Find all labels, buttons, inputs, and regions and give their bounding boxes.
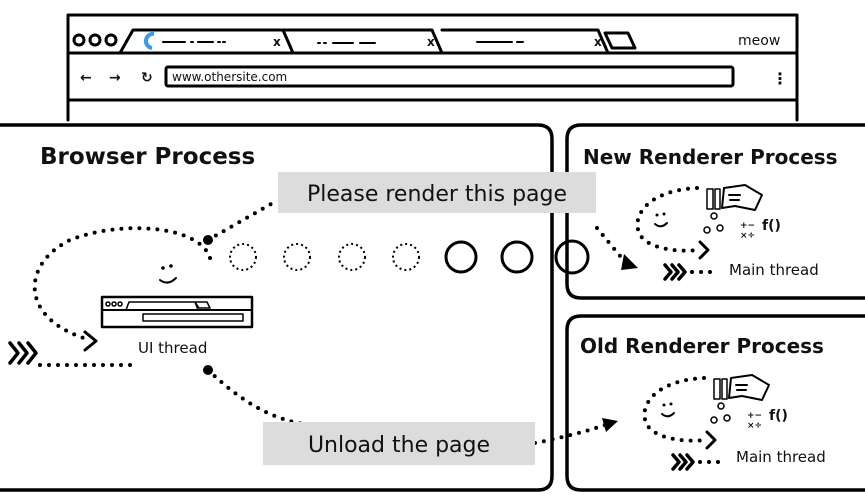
tab-1[interactable]: [118, 28, 295, 55]
loading-spinner-icon: [143, 31, 155, 50]
new-renderer-title: New Renderer Process: [583, 145, 838, 169]
tab-3[interactable]: [440, 28, 610, 55]
svg-text:×÷: ×÷: [740, 231, 755, 241]
unload-message-label: Unload the page: [263, 422, 535, 465]
address-bar-url: www.othersite.com: [172, 70, 287, 84]
ipc-messages: [229, 239, 590, 275]
old-renderer-thread-label: Main thread: [736, 448, 826, 466]
window-controls-icon[interactable]: [72, 33, 118, 47]
back-icon[interactable]: ←: [80, 70, 92, 86]
browser-process-box: Browser Process UI thread: [0, 123, 590, 492]
menu-icon[interactable]: ⋮: [772, 69, 788, 88]
tab-2[interactable]: [281, 28, 444, 55]
new-tab-button[interactable]: [603, 31, 637, 50]
render-message-label: Please render this page: [278, 172, 596, 213]
chevrons-icon: [8, 341, 38, 365]
svg-text:×÷: ×÷: [747, 421, 762, 431]
svg-text:Please render this page: Please render this page: [307, 182, 567, 207]
svg-text:f(): f(): [762, 218, 781, 234]
tasks-icon: +− ×÷ f(): [703, 184, 781, 241]
address-bar[interactable]: [164, 65, 735, 88]
ui-thread-label: UI thread: [138, 339, 207, 357]
tab-close-icon[interactable]: x: [273, 35, 281, 49]
tab-close-icon[interactable]: x: [427, 35, 435, 49]
browser-window-mockup: x x x meow ← → ↻ www.othersite.com ⋮: [66, 13, 799, 122]
old-renderer-title: Old Renderer Process: [580, 334, 824, 358]
new-renderer-process-box: New Renderer Process +− ×÷ f() Main thre…: [565, 123, 865, 300]
tab-close-icon[interactable]: x: [594, 35, 602, 49]
old-renderer-process-box: Old Renderer Process +− ×÷ f() Main thre…: [533, 314, 865, 492]
svg-text:f(): f(): [769, 408, 788, 424]
smiley-face-icon: [159, 264, 177, 284]
browser-process-title: Browser Process: [40, 144, 255, 170]
forward-icon[interactable]: →: [109, 70, 121, 86]
tasks-icon: +− ×÷ f(): [710, 374, 788, 431]
profile-label: meow: [738, 33, 780, 49]
reload-icon[interactable]: ↻: [141, 70, 153, 86]
svg-text:+−: +−: [740, 221, 755, 231]
new-renderer-thread-label: Main thread: [729, 261, 819, 279]
svg-text:+−: +−: [747, 411, 762, 421]
svg-text:Unload the page: Unload the page: [308, 433, 490, 458]
browser-mini-icon: [100, 295, 254, 329]
